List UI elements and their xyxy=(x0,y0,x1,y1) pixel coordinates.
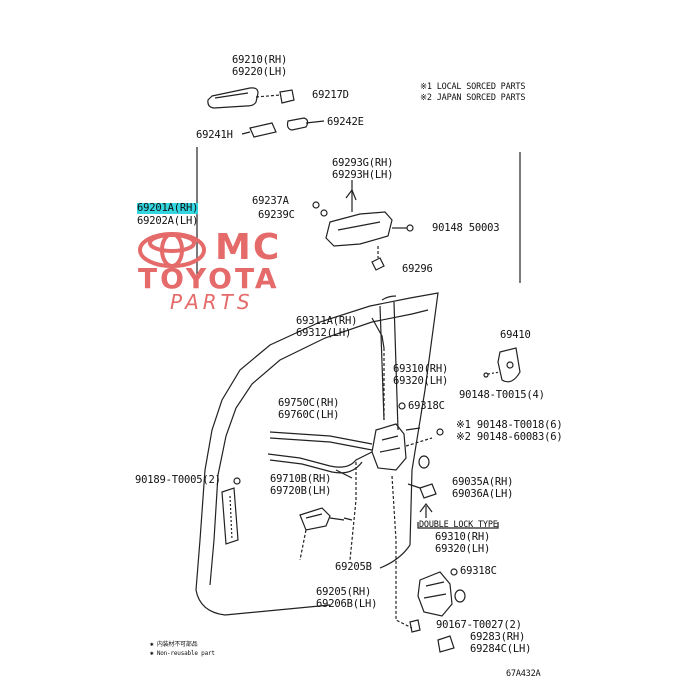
arrow-up xyxy=(419,503,433,518)
label-69239C: 69239C xyxy=(258,209,295,221)
label-90148-60083: ※2 90148-60083(6) xyxy=(456,431,563,443)
label-69220: 69220(LH) xyxy=(232,66,288,78)
label-69035A: 69035A(RH) xyxy=(452,476,514,488)
cable-upper xyxy=(269,431,373,445)
label-69760C: 69760C(LH) xyxy=(278,409,340,421)
figure-code: 67A432A xyxy=(506,669,541,679)
label-69036A: 69036A(LH) xyxy=(452,488,514,500)
label-69318C-top: 69318C xyxy=(408,400,445,412)
legend-japan: ※2 JAPAN SORCED PARTS xyxy=(420,93,526,103)
label-69710B: 69710B(RH) xyxy=(270,473,332,485)
label-69202A: 69202A(LH) xyxy=(137,215,199,227)
label-double-lock-type: DOUBLE LOCK TYPE xyxy=(419,520,498,530)
cable-lower xyxy=(267,451,373,468)
trim-piece-shape xyxy=(437,635,455,653)
label-69284C: 69284C(LH) xyxy=(470,643,532,655)
note-non-reusable-jp: ✱ 内装材不可部品 xyxy=(150,641,198,648)
label-69320-top: 69320(LH) xyxy=(393,375,449,387)
label-69320-bottom: 69320(LH) xyxy=(435,543,491,555)
label-69205: 69205(RH) xyxy=(316,586,372,598)
label-69242E: 69242E xyxy=(327,116,364,128)
label-90167: 90167-T0027(2) xyxy=(436,619,522,631)
label-69205B: 69205B xyxy=(335,561,372,573)
label-90148-50003: 90148 50003 xyxy=(432,222,500,234)
bracket-shape xyxy=(497,347,521,383)
window-channel xyxy=(379,301,399,431)
rod-shape xyxy=(371,317,385,349)
label-69312: 69312(LH) xyxy=(296,327,352,339)
label-90148-T0015: 90148-T0015(4) xyxy=(459,389,545,401)
double-lock-bracket xyxy=(417,522,499,529)
label-69237A: 69237A xyxy=(252,195,289,207)
handle-cover-shape xyxy=(279,89,295,104)
label-69311A: 69311A(RH) xyxy=(296,315,358,327)
handle-frame-assy-shape xyxy=(325,211,393,247)
label-69318C-bottom: 69318C xyxy=(460,565,497,577)
label-69750C: 69750C(RH) xyxy=(278,397,340,409)
inside-handle-shape xyxy=(299,507,331,531)
label-69201A: 69201A(RH) xyxy=(137,202,199,214)
label-69206B: 69206B(LH) xyxy=(316,598,378,610)
label-69296: 69296 xyxy=(402,263,433,275)
outer-handle-shape xyxy=(207,87,259,109)
label-69293G: 69293G(RH) xyxy=(332,157,394,169)
door-lock-shape xyxy=(371,423,407,471)
door-lock-double-shape xyxy=(417,571,453,617)
label-69310-top: 69310(RH) xyxy=(393,363,449,375)
label-90189: 90189-T0005(2) xyxy=(135,474,221,486)
striker-shape xyxy=(419,483,437,499)
label-69310-bottom: 69310(RH) xyxy=(435,531,491,543)
handle-frame-shape xyxy=(249,122,277,138)
watermark-parts: PARTS xyxy=(170,290,254,314)
note-non-reusable-en: ✱ Non-reusable part xyxy=(150,650,215,657)
clip-bottom xyxy=(409,619,421,633)
label-69720B: 69720B(LH) xyxy=(270,485,332,497)
label-69241H: 69241H xyxy=(196,129,233,141)
door-outline xyxy=(195,292,439,591)
label-69217D: 69217D xyxy=(312,89,349,101)
label-69210: 69210(RH) xyxy=(232,54,288,66)
pad-shape xyxy=(286,117,309,131)
toyota-logo-watermark xyxy=(138,232,206,268)
label-69293H: 69293H(LH) xyxy=(332,169,394,181)
legend-local: ※1 LOCAL SORCED PARTS xyxy=(420,82,526,92)
label-69410: 69410 xyxy=(500,329,531,341)
watermark-mc: MC xyxy=(215,227,282,268)
label-90148-T0018: ※1 90148-T0018(6) xyxy=(456,419,563,431)
watermark-toyota: TOYOTA xyxy=(138,262,280,295)
label-69283: 69283(RH) xyxy=(470,631,526,643)
